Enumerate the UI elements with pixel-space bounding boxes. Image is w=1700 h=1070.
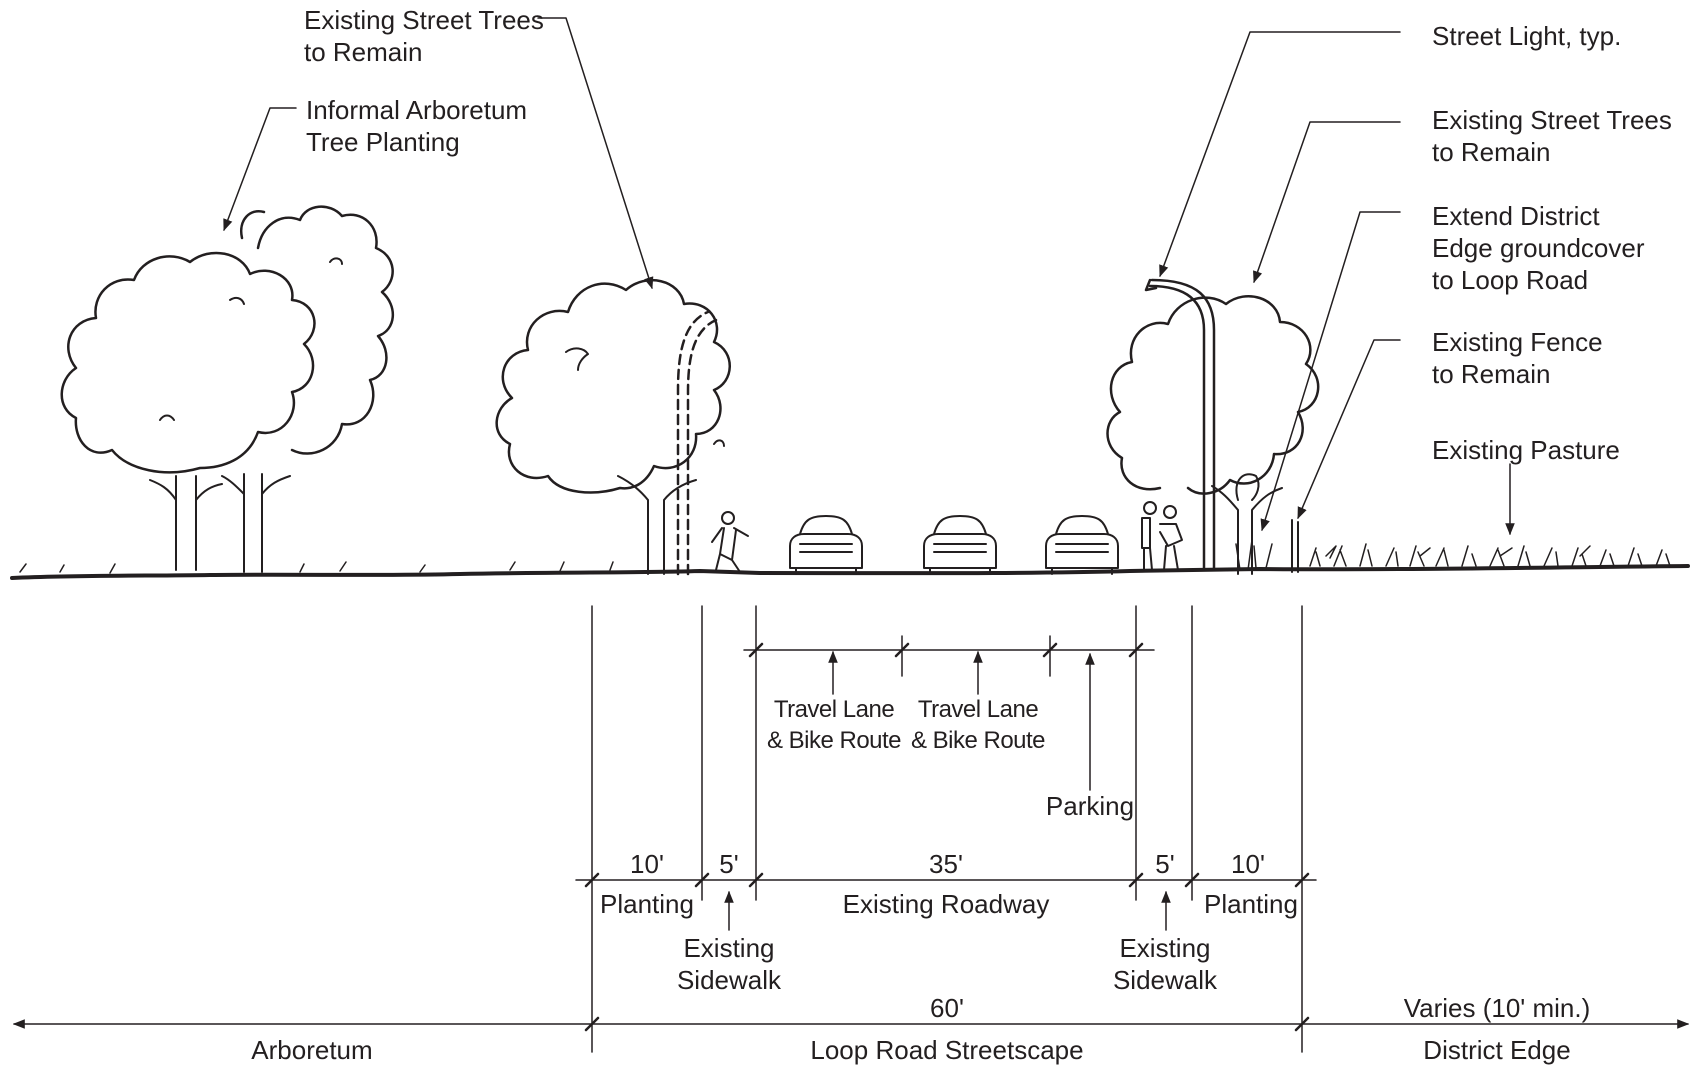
- callout-street-trees-right: Existing Street Trees to Remain: [1432, 105, 1672, 167]
- lane-ticks: [748, 642, 1144, 658]
- pasture-grass-icon: [1235, 539, 1671, 571]
- street-tree-left-icon: [495, 278, 731, 575]
- car-3-icon: [1045, 515, 1119, 575]
- callout-fence: Existing Fence to Remain: [1432, 327, 1603, 389]
- dim-sidewalk-right-width: 5': [1155, 849, 1175, 879]
- label-parking: Parking: [1045, 791, 1135, 821]
- dim-sidewalk-right: Existing Sidewalk: [1112, 933, 1218, 995]
- dim-planting-left: Planting: [600, 889, 694, 919]
- leader-street-trees-left: [537, 17, 654, 290]
- zone-streetscape: Loop Road Streetscape: [810, 1035, 1084, 1065]
- leader-district-edge-groundcover: [1260, 211, 1401, 532]
- callout-arboretum-planting: Informal Arboretum Tree Planting: [306, 95, 528, 157]
- leader-street-light: [1159, 31, 1401, 278]
- dim-roadway-width: 35': [929, 849, 963, 879]
- zone-ticks: [584, 1016, 1310, 1032]
- street-light-right-icon: [1144, 278, 1216, 570]
- leader-street-trees-right: [1253, 121, 1401, 284]
- main-dimension-ticks: [584, 872, 1310, 888]
- car-2-icon: [923, 515, 997, 575]
- dim-sidewalk-left: Existing Sidewalk: [676, 933, 782, 995]
- callout-district-edge-groundcover: Extend District Edge groundcover to Loop…: [1432, 201, 1645, 295]
- dim-planting-right-width: 10': [1231, 849, 1265, 879]
- ground-grass-left: [19, 561, 614, 574]
- car-1-icon: [789, 515, 863, 575]
- leader-fence: [1297, 339, 1401, 520]
- pedestrian-left-icon: [711, 511, 749, 573]
- street-light-left-icon: [676, 310, 718, 576]
- ground-line: [10, 564, 1690, 580]
- extension-lines: [591, 605, 1303, 1053]
- zone-district-edge: District Edge: [1423, 1035, 1571, 1065]
- zone-streetscape-width: 60': [930, 993, 964, 1023]
- callout-street-trees-left: Existing Street Trees to Remain: [304, 5, 544, 67]
- callout-street-light: Street Light, typ.: [1432, 21, 1622, 51]
- dim-roadway: Existing Roadway: [842, 889, 1050, 919]
- dim-sidewalk-left-width: 5': [719, 849, 739, 879]
- dim-planting-right: Planting: [1204, 889, 1298, 919]
- callout-pasture: Existing Pasture: [1432, 435, 1620, 465]
- leader-arboretum-planting: [223, 107, 297, 232]
- arboretum-tree-group-icon: [60, 205, 395, 573]
- label-travel-lane-2: Travel Lane & Bike Route: [910, 696, 1046, 754]
- pedestrians-right-icon: [1141, 501, 1183, 571]
- fence-post-icon: [1291, 519, 1299, 573]
- zone-district-edge-width: Varies (10' min.): [1403, 993, 1591, 1023]
- dim-planting-left-width: 10': [630, 849, 664, 879]
- label-travel-lane-1: Travel Lane & Bike Route: [766, 696, 902, 754]
- zone-arboretum: Arboretum: [251, 1035, 373, 1065]
